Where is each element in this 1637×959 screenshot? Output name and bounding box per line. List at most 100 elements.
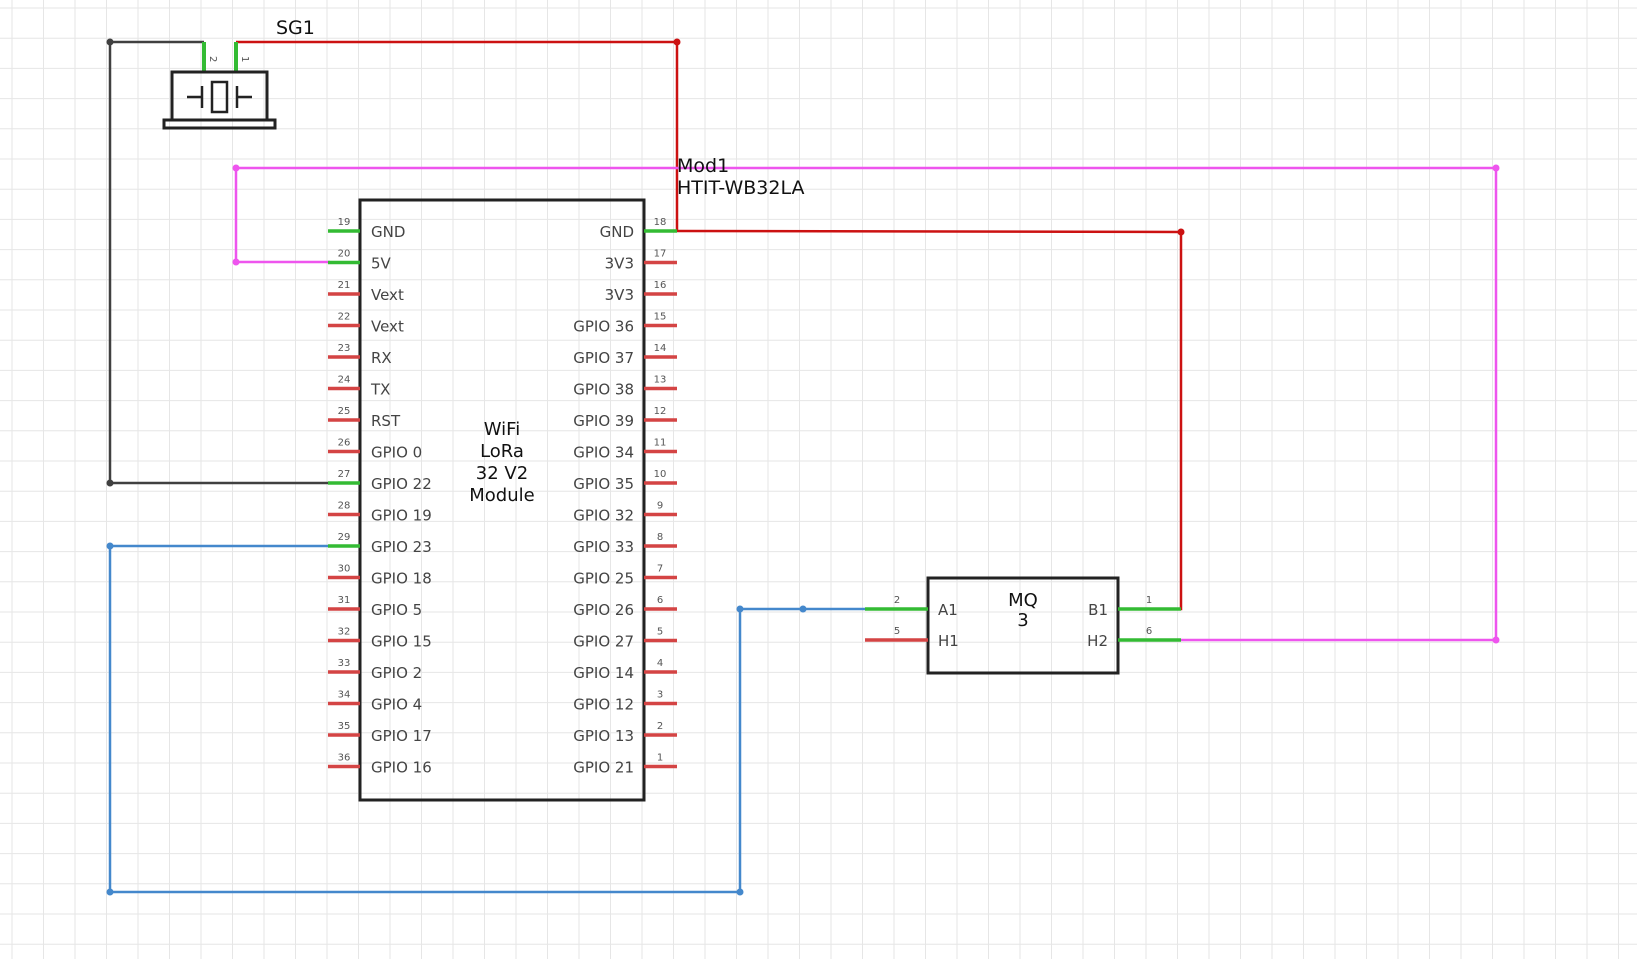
module-pin-label: Vext	[371, 318, 404, 336]
module-center-line: LoRa	[480, 441, 524, 462]
module-pin-label: GND	[600, 223, 634, 241]
module-pin-number: 34	[338, 690, 351, 701]
module-pin-number: 35	[338, 721, 351, 732]
wire-red	[676, 229, 1183, 611]
module-center-line: WiFi	[484, 419, 520, 440]
wire-magenta	[234, 168, 330, 264]
module-pin-label: GPIO 35	[573, 475, 634, 493]
module-pin-number: 13	[654, 375, 667, 386]
module-pin-number: 7	[657, 564, 663, 575]
module-center-line: Module	[469, 485, 534, 506]
module-pin-number: 20	[338, 249, 351, 260]
module-pin-number: 9	[657, 501, 663, 512]
module-pin-label: TX	[370, 381, 390, 399]
module-pin-number: 10	[654, 469, 667, 480]
module-body	[358, 198, 646, 802]
module-pin-number: 4	[657, 658, 663, 669]
sensor-pin-label: A1	[938, 601, 958, 619]
module-pin-number: 25	[338, 406, 351, 417]
module-pin-number: 32	[338, 627, 351, 638]
sensor-body	[926, 576, 1120, 675]
wire-magenta	[236, 166, 1498, 642]
module-pins: 19GND205V21Vext22Vext23RX24TX25RST26GPIO…	[328, 217, 677, 777]
module-pin-label: GPIO 37	[573, 349, 634, 367]
sensor-center-line: 3	[1017, 610, 1028, 631]
module-ref-label: Mod1	[677, 155, 729, 177]
module-pin-label: GPIO 19	[371, 507, 432, 525]
module-pin-number: 22	[338, 312, 351, 323]
module-pin-label: GPIO 27	[573, 633, 634, 651]
module-pin-label: 3V3	[605, 255, 634, 273]
sensor-pin-number: 6	[1146, 626, 1152, 637]
module-pin-label: GND	[371, 223, 405, 241]
module-pin-label: GPIO 21	[573, 759, 634, 777]
module-pin-number: 15	[654, 312, 667, 323]
module-pin-label: GPIO 38	[573, 381, 634, 399]
buzzer-pin-1-number: 1	[239, 56, 250, 62]
module-pin-number: 26	[338, 438, 351, 449]
wire-junction	[232, 164, 240, 172]
buzzer-sg1[interactable]: SG1 2 1	[162, 17, 315, 130]
module-pin-number: 14	[654, 343, 667, 354]
module-pin-label: GPIO 18	[371, 570, 432, 588]
module-pin-label: GPIO 13	[573, 727, 634, 745]
sensor-pin-number: 1	[1146, 595, 1152, 606]
module-pin-label: GPIO 0	[371, 444, 422, 462]
wire-junction	[673, 38, 681, 46]
module-pin-number: 17	[654, 249, 667, 260]
module-pin-label: GPIO 25	[573, 570, 634, 588]
module-pin-number: 16	[654, 280, 667, 291]
module-pin-number: 36	[338, 753, 351, 764]
module-pin-number: 1	[657, 753, 663, 764]
wire-junction	[736, 605, 744, 613]
module-pin-number: 31	[338, 595, 351, 606]
wire-junction	[106, 479, 114, 487]
module-pin-number: 3	[657, 690, 663, 701]
module-pin-number: 29	[338, 532, 351, 543]
module-pin-number: 24	[338, 375, 351, 386]
module-pin-label: GPIO 34	[573, 444, 634, 462]
wire-junctions	[106, 38, 1500, 896]
module-pin-label: GPIO 15	[371, 633, 432, 651]
module-pin-number: 33	[338, 658, 351, 669]
module-pin-number: 30	[338, 564, 351, 575]
wire-junction	[106, 38, 114, 46]
wire-junction	[1492, 164, 1500, 172]
sensor-center-text: MQ3	[1008, 590, 1038, 631]
module-pin-number: 5	[657, 627, 663, 638]
wire-junction	[106, 888, 114, 896]
wire-blue	[108, 544, 865, 894]
module-pin-number: 6	[657, 595, 663, 606]
wire-junction	[1177, 228, 1185, 236]
sensor-pin-label: H2	[1087, 632, 1108, 650]
module-pin-label: GPIO 23	[371, 538, 432, 556]
wire-junction	[736, 888, 744, 896]
module-pin-number: 19	[338, 217, 351, 228]
module-pin-number: 27	[338, 469, 351, 480]
module-mod1[interactable]: Mod1 HTIT-WB32LA 19GND205V21Vext22Vext23…	[328, 155, 804, 802]
module-pin-label: GPIO 36	[573, 318, 634, 336]
module-pin-label: GPIO 4	[371, 696, 422, 714]
module-pin-number: 12	[654, 406, 667, 417]
module-pin-label: GPIO 14	[573, 664, 634, 682]
wire-junction	[232, 258, 240, 266]
module-pin-label: GPIO 22	[371, 475, 432, 493]
sensor-pin-label: H1	[938, 632, 959, 650]
crystal-body	[210, 80, 229, 114]
module-pin-number: 11	[654, 438, 667, 449]
buzzer-base	[162, 118, 277, 130]
module-value-label: HTIT-WB32LA	[677, 177, 804, 199]
module-pin-number: 8	[657, 532, 663, 543]
wire-junction	[1492, 636, 1500, 644]
module-pin-label: 3V3	[605, 286, 634, 304]
module-pin-label: RST	[371, 412, 401, 430]
sensor-center-line: MQ	[1008, 590, 1038, 611]
module-pin-label: GPIO 17	[371, 727, 432, 745]
module-pin-label: RX	[371, 349, 392, 367]
module-pin-label: GPIO 26	[573, 601, 634, 619]
